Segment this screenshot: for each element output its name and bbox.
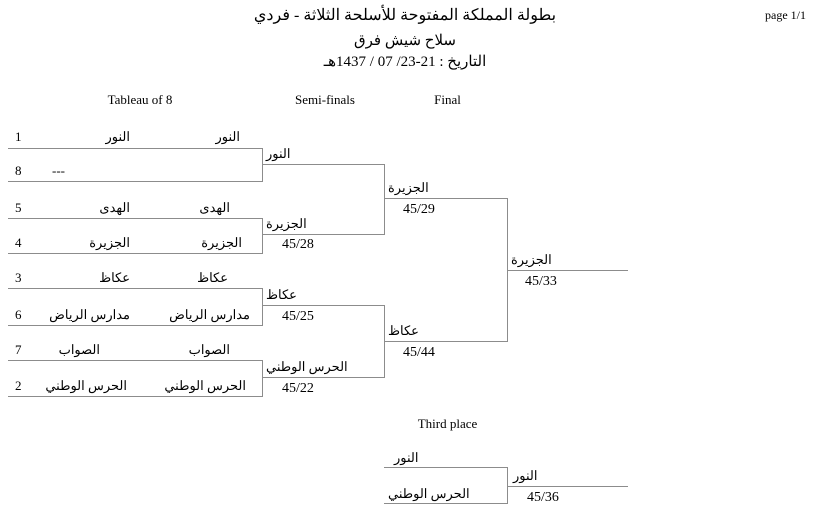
seed: 2 xyxy=(15,378,22,393)
bracket-line xyxy=(384,341,507,342)
final-score: 45/29 xyxy=(403,202,435,217)
round-semi-label: Semi-finals xyxy=(295,92,355,107)
semi-name: عكاظ xyxy=(266,287,297,302)
advance-name: عكاظ xyxy=(197,270,228,285)
bracket-line xyxy=(8,253,262,254)
seed: 8 xyxy=(15,163,22,178)
seed: 5 xyxy=(15,200,22,215)
bracket-line xyxy=(8,288,262,289)
bracket-line xyxy=(384,467,507,468)
entry-name: --- xyxy=(52,163,65,178)
third-place-player: النور xyxy=(394,450,419,465)
semi-score: 45/28 xyxy=(282,237,314,252)
bracket-connector xyxy=(262,218,263,254)
bracket-connector xyxy=(262,288,263,326)
semi-name: الحرس الوطني xyxy=(266,359,348,374)
third-place-winner: النور xyxy=(513,468,538,483)
seed: 7 xyxy=(15,342,22,357)
semi-score: 45/25 xyxy=(282,309,314,324)
bracket-line xyxy=(8,148,262,149)
advance-name: مدارس الرياض xyxy=(169,307,250,322)
seed: 1 xyxy=(15,129,22,144)
entry-name: الحرس الوطني xyxy=(45,378,127,393)
semi-name: النور xyxy=(266,146,291,161)
bracket-line xyxy=(8,181,262,182)
bracket-line xyxy=(507,270,628,271)
bracket-line xyxy=(8,360,262,361)
final-score: 45/44 xyxy=(403,345,435,360)
bracket-line xyxy=(262,164,384,165)
seed: 3 xyxy=(15,270,22,285)
advance-name: الهدى xyxy=(199,200,230,215)
semi-score: 45/22 xyxy=(282,381,314,396)
bracket-connector xyxy=(262,360,263,397)
bracket-connector xyxy=(384,164,385,235)
round-tableau-label: Tableau of 8 xyxy=(107,92,173,107)
entry-name: النور xyxy=(105,129,131,144)
champion-name: الجزيرة xyxy=(511,252,552,267)
bracket-connector xyxy=(507,467,508,504)
bracket-connector xyxy=(262,148,263,182)
date: التاريخ : 21-23/ 07 / 1437هـ xyxy=(323,54,487,70)
bracket-line xyxy=(507,486,628,487)
bracket-line xyxy=(262,234,384,235)
bracket-line xyxy=(384,503,507,504)
page-number: page 1/1 xyxy=(765,8,806,22)
entry-name: الهدى xyxy=(99,200,130,215)
third-place-score: 45/36 xyxy=(527,490,559,505)
champion-score: 45/33 xyxy=(525,274,557,289)
subtitle: سلاح شيش فرق xyxy=(353,33,456,49)
advance-name: الحرس الوطني xyxy=(164,378,246,393)
advance-name: الجزيرة xyxy=(201,235,242,250)
entry-name: الجزيرة xyxy=(89,235,130,250)
bracket-line xyxy=(262,305,384,306)
round-final-label: Final xyxy=(434,92,461,107)
seed: 4 xyxy=(15,235,22,250)
final-name: الجزيرة xyxy=(388,180,429,195)
semi-name: الجزيرة xyxy=(266,216,307,231)
bracket-line xyxy=(384,198,507,199)
advance-name: النور xyxy=(215,129,241,144)
entry-name: مدارس الرياض xyxy=(49,307,130,322)
bracket-line xyxy=(262,377,384,378)
bracket-line xyxy=(8,325,262,326)
entry-name: عكاظ xyxy=(99,270,130,285)
entry-name: الصواب xyxy=(58,342,100,357)
bracket-line xyxy=(8,396,262,397)
seed: 6 xyxy=(15,307,22,322)
title: بطولة المملكة المفتوحة للأسلحة الثلاثة -… xyxy=(253,7,557,24)
third-place-player: الحرس الوطني xyxy=(388,486,470,501)
bracket-line xyxy=(8,218,262,219)
round-third-label: Third place xyxy=(417,416,478,431)
advance-name: الصواب xyxy=(188,342,230,357)
final-name: عكاظ xyxy=(388,323,419,338)
